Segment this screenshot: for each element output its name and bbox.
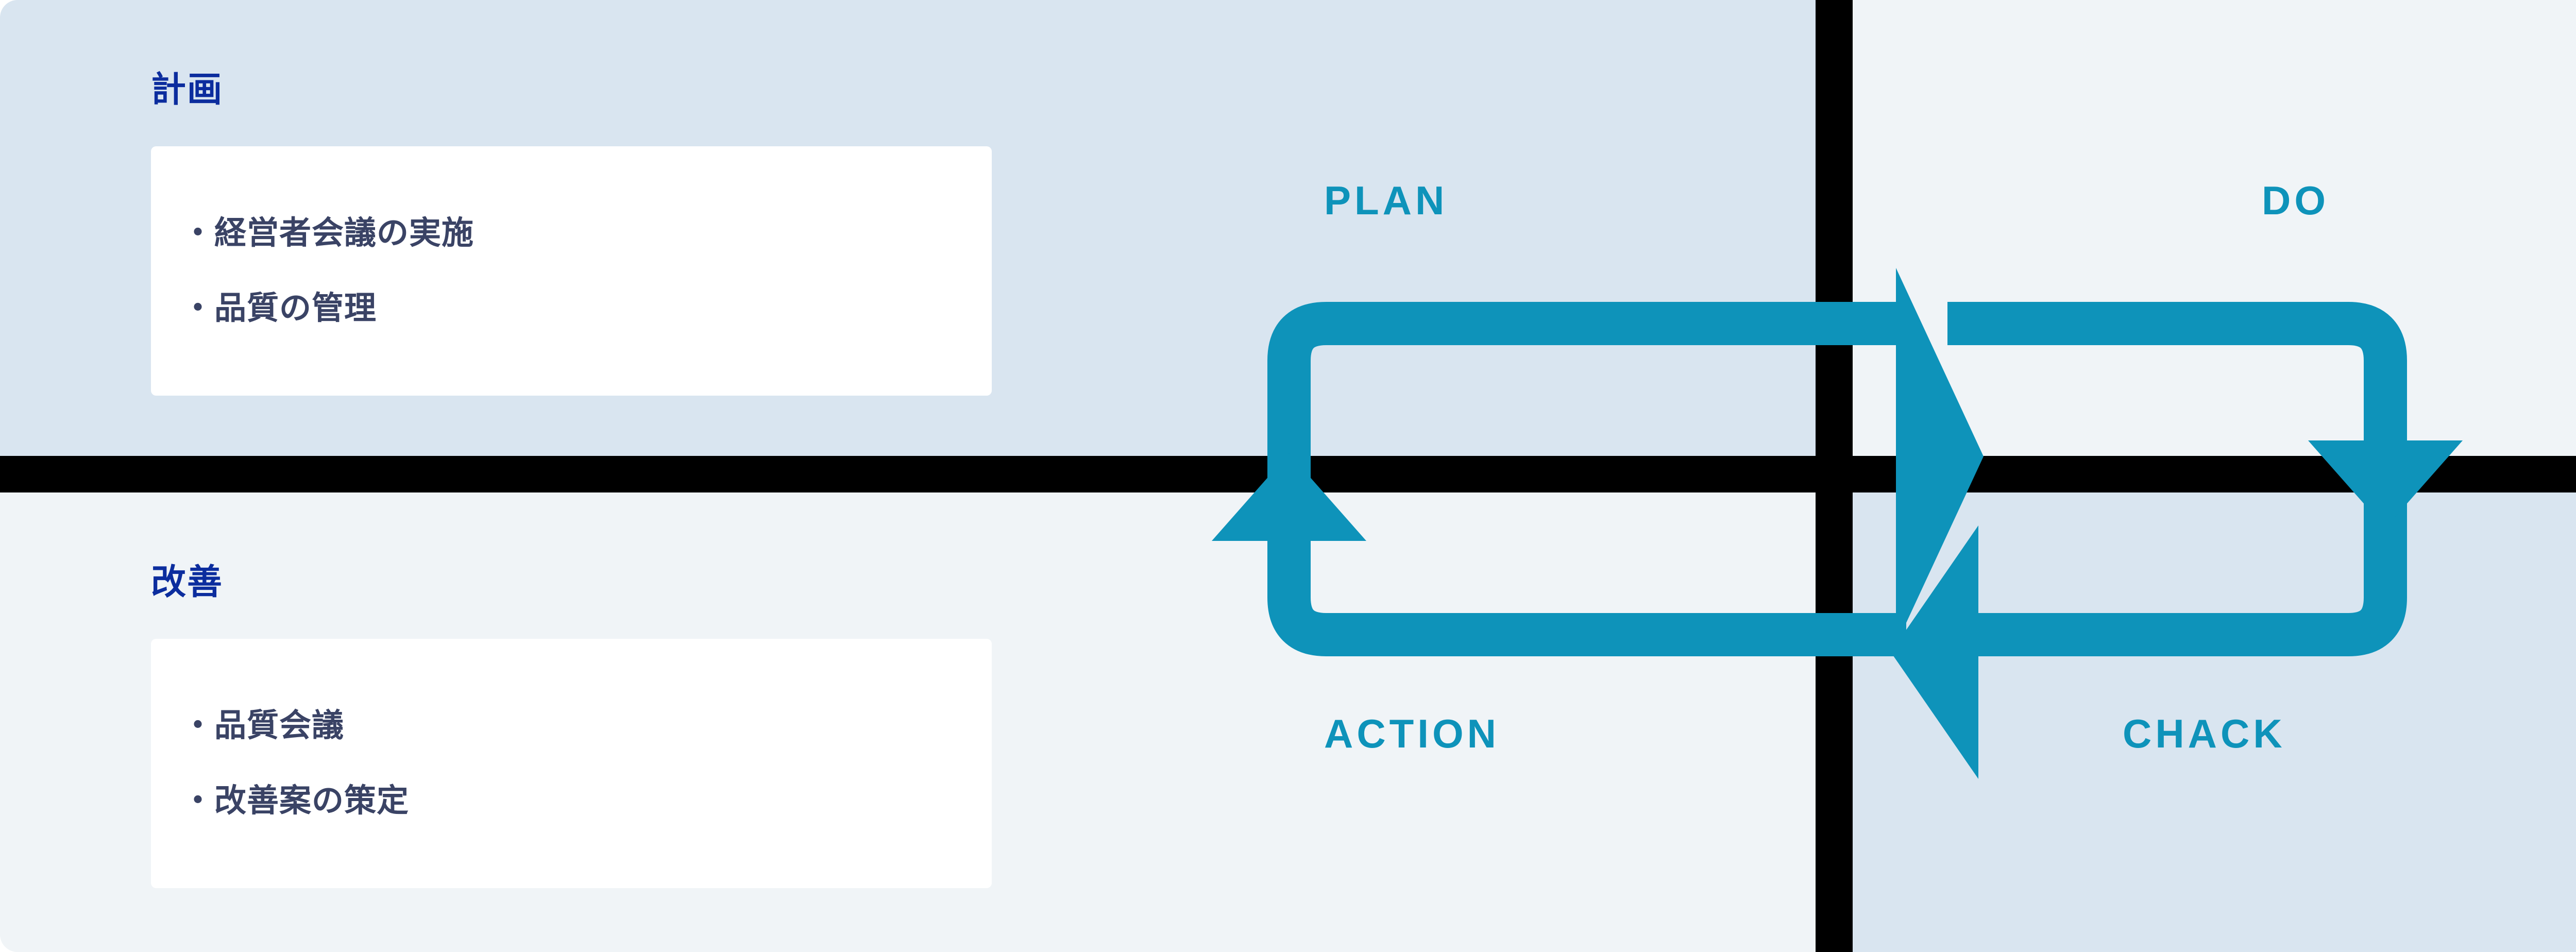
arrow-path-plan-to-do (1267, 302, 1911, 489)
quadrant-action: 改善 ・品質会議 ・改善案の策定 (0, 492, 1816, 952)
arrow-path-do-down (1947, 302, 2407, 446)
card-action: ・品質会議 ・改善案の策定 (151, 639, 992, 888)
quadrant-bg-do (1853, 0, 2576, 456)
list-item: ・改善案の策定 (182, 783, 410, 819)
list-item: ・品質の管理 (182, 291, 377, 326)
arrow-path-check-to-action (1267, 515, 1906, 656)
arrowhead-left (1891, 525, 1978, 779)
quadrant-heading-plan: 計画 (151, 70, 224, 109)
quadrant-plan: 計画 ・経営者会議の実施 ・品質の管理 (0, 0, 1816, 456)
card-plan: ・経営者会議の実施 ・品質の管理 (151, 146, 992, 396)
arrowhead-down (2308, 440, 2463, 528)
stage-label-do: DO (2262, 178, 2329, 223)
pdca-cycle-arrow (1212, 237, 2463, 779)
stage-label-check: CHACK (2123, 711, 2286, 756)
stage-label-action: ACTION (1324, 711, 1500, 756)
quadrant-heading-action: 改善 (151, 563, 224, 602)
list-item: ・経営者会議の実施 (182, 215, 474, 251)
stage-label-plan: PLAN (1324, 178, 1448, 223)
list-item: ・品質会議 (182, 708, 345, 743)
arrowhead-right (1896, 268, 1984, 645)
arrow-path-do-to-check (1947, 495, 2407, 656)
arrowhead-up (1212, 453, 1366, 541)
